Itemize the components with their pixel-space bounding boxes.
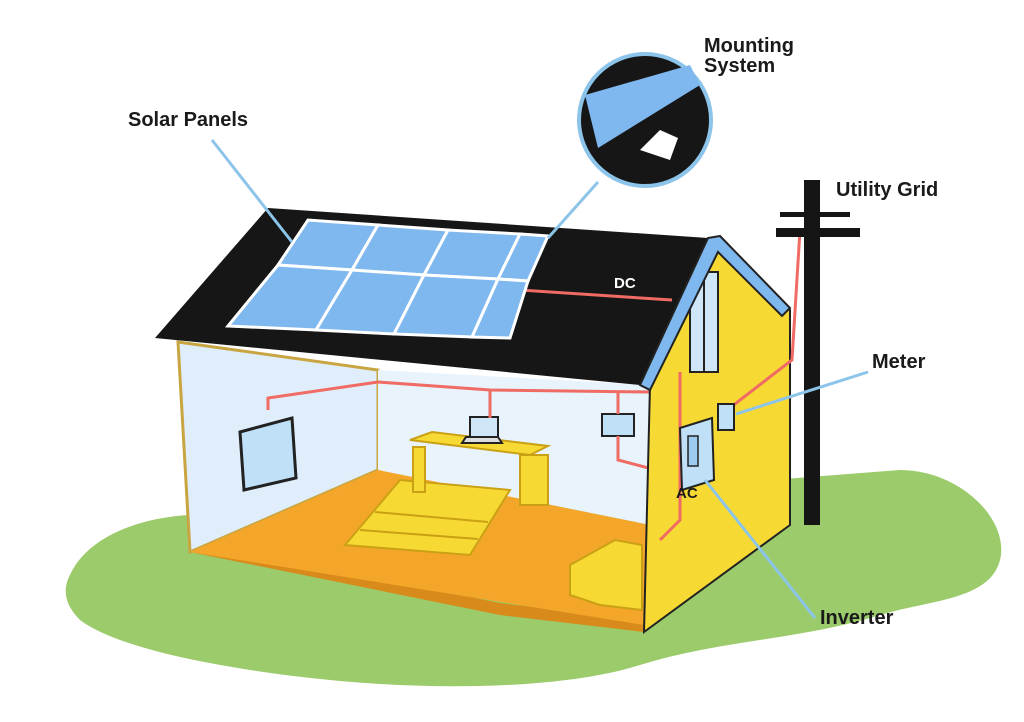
pole-crossarm — [776, 228, 860, 237]
rug-stripe — [359, 529, 479, 540]
inverter-panel — [687, 435, 699, 467]
roof-gable-edge — [638, 234, 792, 392]
meter-leader — [735, 370, 869, 416]
breaker-box — [601, 413, 635, 437]
mounting-label-line2: System — [704, 55, 776, 77]
meter-box — [717, 403, 735, 431]
mounting-leader — [546, 181, 600, 239]
desk-leg — [412, 446, 426, 493]
desk-drawer — [519, 454, 549, 506]
utility-grid-label: Utility Grid — [836, 179, 939, 201]
solar-panel — [469, 277, 531, 340]
mounting-bracket — [640, 130, 678, 160]
rug-stripe — [374, 511, 489, 523]
utility-pole — [804, 180, 820, 525]
leader-lines — [210, 139, 869, 619]
meter-label: Meter — [872, 351, 926, 373]
pole-insulators — [780, 212, 850, 217]
laptop-screen — [469, 416, 499, 438]
floor-slab — [190, 540, 644, 632]
ac-label: AC — [676, 485, 698, 502]
dc-label: DC — [614, 275, 636, 292]
couch — [569, 538, 643, 612]
mounting-label-line1: Mounting — [704, 35, 794, 57]
dc-wire — [519, 288, 673, 302]
laptop-base — [460, 436, 504, 444]
inverter-label: Inverter — [820, 607, 894, 629]
solar-panel-array — [224, 218, 551, 340]
mounting-system-label: Mounting System — [704, 36, 794, 76]
inverter-leader — [703, 479, 817, 619]
solar-panels-leader — [210, 139, 294, 243]
wall-tv — [238, 416, 298, 492]
mounting-zoom-panel — [585, 65, 700, 148]
solar-panels-label: Solar Panels — [128, 109, 249, 131]
